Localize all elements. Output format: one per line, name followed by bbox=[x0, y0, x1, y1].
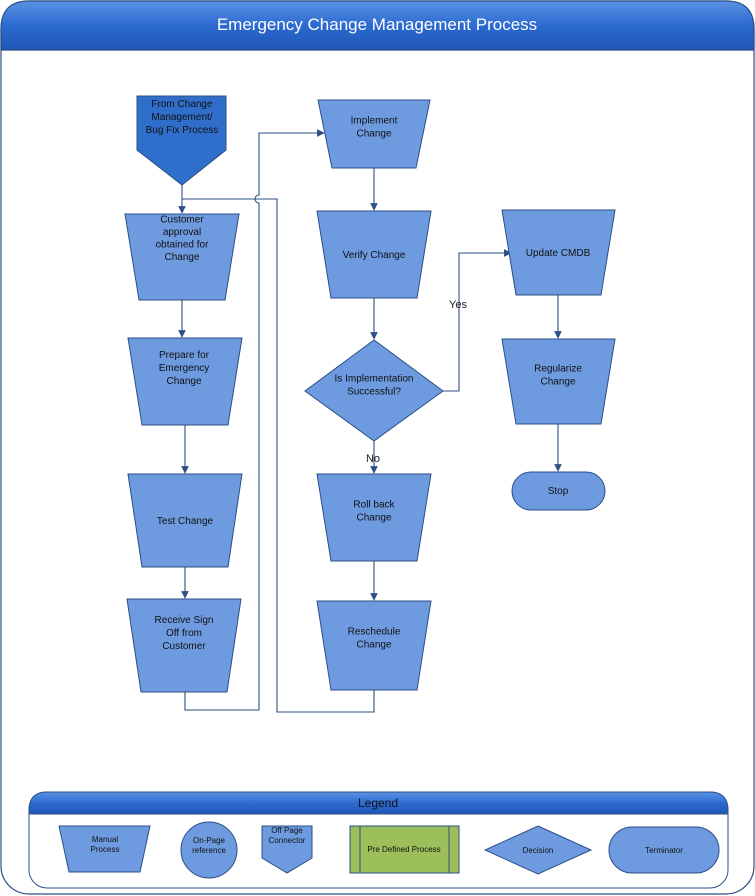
label-line: Process bbox=[91, 845, 120, 854]
node-test[interactable] bbox=[127, 473, 243, 568]
legend-decision-shape bbox=[483, 825, 593, 875]
off-page-connector-start[interactable] bbox=[136, 95, 227, 186]
node-prepare[interactable] bbox=[127, 337, 243, 426]
label-line: Test Change bbox=[157, 516, 214, 527]
label-line: Change bbox=[356, 129, 391, 140]
edge-label-yes: Yes bbox=[449, 299, 467, 311]
label-test: Test Change bbox=[157, 516, 214, 527]
nodes bbox=[124, 95, 616, 693]
node-decision[interactable] bbox=[304, 339, 444, 442]
label-line: Terminator bbox=[645, 846, 683, 855]
label-line: Change bbox=[356, 640, 391, 651]
label-line: Off Page bbox=[271, 826, 303, 835]
label-stop: Stop bbox=[548, 486, 569, 497]
label-line: Receive Sign bbox=[155, 615, 214, 626]
node-rollback[interactable] bbox=[316, 473, 432, 562]
node-receive-signoff[interactable] bbox=[126, 598, 242, 693]
label-line: Off from bbox=[166, 628, 202, 639]
label-line: Stop bbox=[548, 486, 569, 497]
node-verify[interactable] bbox=[316, 210, 432, 299]
legend-title: Legend bbox=[358, 796, 398, 810]
label-line: Management/ bbox=[151, 112, 212, 123]
label-line: Roll back bbox=[353, 500, 395, 511]
node-customer-approval[interactable] bbox=[124, 213, 240, 301]
label-line: Change bbox=[540, 377, 575, 388]
legend-shapes bbox=[58, 821, 720, 879]
legend-manual-process-shape bbox=[58, 825, 151, 873]
label-line: From Change bbox=[151, 99, 213, 110]
label-line: On-Page bbox=[193, 836, 226, 845]
label-line: Decision bbox=[523, 846, 554, 855]
label-line: Update CMDB bbox=[526, 248, 591, 259]
label-verify: Verify Change bbox=[343, 250, 406, 261]
label-line: Connector bbox=[269, 836, 306, 845]
label-line: obtained for bbox=[156, 239, 209, 250]
label-update-cmdb: Update CMDB bbox=[526, 248, 591, 259]
label-line: Customer bbox=[160, 214, 204, 225]
connectors bbox=[178, 129, 562, 713]
node-reschedule[interactable] bbox=[316, 600, 432, 691]
label-line: Pre Defined Process bbox=[367, 845, 440, 854]
legend-decision-label: Decision bbox=[523, 846, 554, 855]
node-implement[interactable] bbox=[317, 99, 431, 169]
label-line: approval bbox=[163, 227, 201, 238]
node-regularize[interactable] bbox=[501, 338, 616, 425]
label-line: Change bbox=[356, 513, 391, 524]
node-update-cmdb[interactable] bbox=[501, 209, 616, 296]
label-line: Emergency bbox=[159, 363, 210, 374]
label-line: Regularize bbox=[534, 364, 582, 375]
label-line: Verify Change bbox=[343, 250, 406, 261]
edge-signoff-to-implement bbox=[184, 129, 325, 711]
legend-terminator-label: Terminator bbox=[645, 846, 683, 855]
edge-label-no: No bbox=[366, 453, 380, 465]
label-line: Change bbox=[164, 252, 199, 263]
label-line: Change bbox=[166, 376, 201, 387]
label-line: Bug Fix Process bbox=[146, 125, 219, 136]
legend-pre-defined-process-label: Pre Defined Process bbox=[367, 845, 440, 854]
label-line: reference bbox=[192, 846, 226, 855]
label-line: Customer bbox=[162, 641, 206, 652]
label-line: Implement bbox=[351, 116, 398, 127]
edge-decision-to-update bbox=[443, 249, 512, 392]
legend-pre-defined-process-shape bbox=[349, 825, 460, 874]
legend-on-page-reference-shape bbox=[180, 821, 238, 879]
label-line: Reschedule bbox=[348, 627, 401, 638]
edge-reschedule-to-approval bbox=[182, 198, 375, 713]
node-stop[interactable] bbox=[511, 471, 606, 511]
label-line: Prepare for bbox=[159, 350, 210, 361]
diagram-title: Emergency Change Management Process bbox=[217, 15, 537, 34]
label-line: Manual bbox=[92, 835, 118, 844]
label-line: Is Implementation bbox=[335, 374, 414, 385]
legend-off-page-connector-shape bbox=[261, 825, 313, 874]
legend-terminator-shape bbox=[608, 826, 720, 874]
label-line: Successful? bbox=[347, 387, 401, 398]
